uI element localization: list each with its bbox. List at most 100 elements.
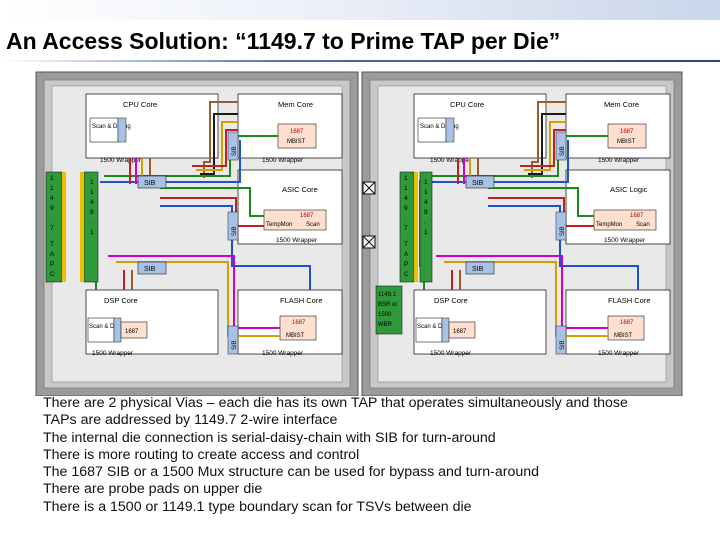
sib-mid-right-label: SIB [472,266,484,273]
sib-vert-1 [227,131,239,161]
asic-tempmon-box [263,209,327,231]
dsp-scan-debug-box [87,317,115,343]
dsp-1687-label: 1687 [125,329,139,335]
sib-top-right [465,175,495,189]
dsp-core-label: DSP Core [104,296,138,305]
sib-vert-5-label: SIB [560,226,566,236]
asic-scan-label-right: Scan [636,222,650,228]
dsp-core-label-right: DSP Core [434,296,468,305]
bullet-item: There is a 1500 or 1149.1 type boundary … [43,498,472,515]
bullet-item: There is more routing to create access a… [43,446,360,463]
tap_stack-char: P [404,261,408,268]
cpu-wrapper-label: 1500 Wrapper [100,157,142,164]
tap-stripe-right [414,172,418,282]
flash-core-label-right: FLASH Core [608,296,651,305]
dsp-scan-debug-label: Scan & Debug [89,324,128,330]
tap_stack-char: C [404,271,409,278]
side_stack-char: 4 [404,195,408,202]
tap-stripe-left-outer [62,172,66,282]
c1149_stack-char: . [424,219,426,226]
asic-core-label: ASIC Core [282,185,318,194]
cpu-core-label: CPU Core [123,100,157,109]
asic-logic-block [565,169,671,245]
flash-mbist-box [279,315,317,341]
scan-debug-box [89,117,119,143]
cpu-wrapper-label-right: 1500 Wrapper [430,157,472,164]
mem-mbist-box-right [607,123,647,149]
cpu-sib-right [445,117,455,143]
asic-wrapper-label-right: 1500 Wrapper [604,237,646,244]
tap_stack-char: T [404,241,408,248]
c1149_stack-char: 9 [424,209,428,216]
c1149_stack-char: 1 [90,179,94,186]
mem-wrapper-label: 1500 Wrapper [262,157,304,164]
sib-vert-2 [227,211,239,241]
slide-title: An Access Solution: “1149.7 to Prime TAP… [6,28,561,54]
die-access-diagram: CPU Core Scan & Debug 1500 Wrapper Mem C… [35,71,683,396]
flash-mbist-label-right: MBIST [614,333,633,339]
sib-vert-3-label: SIB [232,340,238,350]
sib-mid-left [137,261,167,275]
bsr-line: 1149.1 [378,292,397,298]
dsp-scan-debug-label-right: Scan & Debug [417,324,456,330]
asic-scan-label: Scan [306,222,320,228]
side_stack-char: 7 [404,225,408,232]
side_stack-char: 9 [404,205,408,212]
bullet-item: TAPs are addressed by 1149.7 2-wire inte… [43,412,338,429]
scan-debug-box-right [417,117,447,143]
cpu-sib [117,117,127,143]
c1149_stack-char: 1 [424,189,428,196]
c1149_stack-char: 4 [90,199,94,206]
tap_stack-char: A [404,251,409,258]
asic-1687-label: 1687 [300,213,314,219]
title-rule [0,60,720,62]
tap_stack-char: T [50,241,54,248]
side_stack-char: 1 [50,175,54,182]
mem-core-label: Mem Core [278,100,313,109]
right-1149-7-stack: 1149.7 [404,175,408,232]
c1149_stack-char: 1 [424,229,428,236]
scan-debug-label-right: Scan & Debug [420,124,459,130]
flash-1687-label: 1687 [292,320,306,326]
flash-mbist-box-right [607,315,645,341]
flash-mbist-label: MBIST [286,333,305,339]
tsv-vias [362,181,376,249]
side_stack-char: 9 [50,205,54,212]
asic-tempmon-label-right: TempMon [596,222,622,228]
top-gradient-bar [0,0,720,20]
sib-top-right-label: SIB [472,180,484,187]
dsp-scan-debug-box-right [415,317,443,343]
sib-mid-left-label: SIB [144,266,156,273]
flash-wrapper-label: 1500 Wrapper [262,350,304,357]
mem-1687-label-right: 1687 [620,129,634,135]
mem-1687-label: 1687 [290,129,304,135]
right-1149-1-stack: 1149.1 [424,179,428,236]
dsp-sib [113,317,122,343]
bullet-item: There are probe pads on upper die [43,481,263,498]
c1149_stack-char: 9 [90,209,94,216]
bsr-line: BSR or [378,302,397,308]
tap_stack-char: P [50,261,54,268]
left-access-wires [91,101,311,337]
dsp-1687-label-right: 1687 [453,329,467,335]
side_stack-char: 7 [50,225,54,232]
mem-mbist-label-right: MBIST [617,139,636,145]
sib-vert-6 [555,325,567,355]
sib-vert-3 [227,325,239,355]
sib-mid-right [465,261,495,275]
flash-wrapper-label-right: 1500 Wrapper [598,350,640,357]
mem-wrapper-label-right: 1500 Wrapper [598,157,640,164]
side_stack-char: 1 [404,185,408,192]
c1149_stack-char: . [90,219,92,226]
mem-core-label-right: Mem Core [604,100,639,109]
sib-vert-5 [555,211,567,241]
dsp-wrapper-label-right: 1500 Wrapper [430,350,472,357]
sib-vert-2-label: SIB [232,226,238,236]
cpu-core-label-right: CPU Core [450,100,484,109]
bsr-line: WBR [378,322,393,328]
tap_stack-char: A [50,251,55,258]
bsr-box [375,285,403,335]
